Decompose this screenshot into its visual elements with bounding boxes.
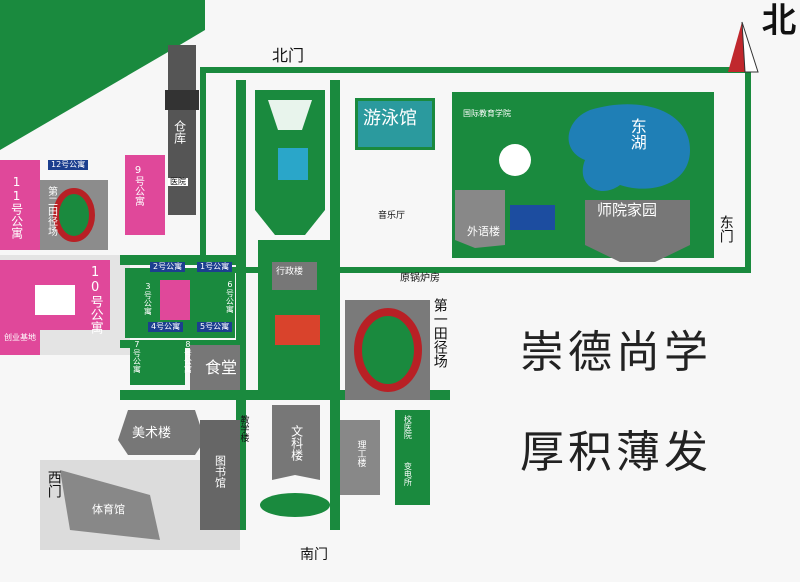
startup-base-label[interactable]: 创业基地 [4,333,36,342]
canteen-label[interactable]: 食堂 [205,358,238,377]
south-plaza [260,493,330,517]
south-gate-label[interactable]: 南门 [300,547,328,563]
dorm1-field [160,280,190,320]
road-west [236,80,246,530]
clinic-label[interactable]: 校医院 [403,415,413,439]
central-pool [278,148,308,180]
liberal-arts-label[interactable]: 文科楼 [289,425,304,461]
compass-arrow-right [741,21,759,73]
foreign-language-label[interactable]: 外语楼 [467,225,500,238]
science-label[interactable]: 理工楼 [355,440,366,467]
dorm9-label[interactable]: 9号公寓 [132,165,144,206]
swimming-pool-label[interactable]: 游泳馆 [363,108,417,129]
east-lake-water [568,104,690,191]
hospital-north-label[interactable]: 医院 [168,177,188,187]
gym-label[interactable]: 体育馆 [92,503,125,516]
slogan-line-2: 厚积薄发 [520,427,712,478]
road-central [330,80,340,530]
dorm7-block [130,340,185,385]
admin-building [272,262,317,290]
science-building-shape [340,420,380,495]
startup-base-building [0,330,40,355]
teaching-label[interactable]: 教学楼 [238,415,249,442]
dorm5-label[interactable]: 5号公寓 [197,322,233,333]
field2-label[interactable]: 第二田径场 [45,186,57,236]
north-gate-label[interactable]: 北门 [272,46,305,65]
red-plaza [275,315,320,345]
east-lake-label[interactable]: 东湖 [627,118,647,150]
dorm12-label[interactable]: 12号公寓 [48,160,89,171]
substation-label[interactable]: 变电所 [403,462,413,486]
library-building-shape [200,420,240,530]
dorm2-label[interactable]: 2号公寓 [150,262,186,273]
teacher-home-label[interactable]: 师院家园 [597,201,658,219]
dorm7-label[interactable]: 7号公寓 [132,340,142,373]
blue-court [510,205,555,230]
north-campus-outline [200,67,751,273]
west-gate-label[interactable]: 西门 [45,470,62,498]
east-gate-label[interactable]: 东门 [717,215,734,243]
road-dorm [120,255,240,265]
intl-edu-label[interactable]: 国际教育学院 [463,109,511,118]
warehouse-building [168,45,196,215]
warehouse-label[interactable]: 仓库 [172,120,187,144]
north-compass-label: 北 [762,1,796,41]
east-south-green [395,410,430,505]
art-building-shape [118,410,205,455]
dorm10-courtyard [35,285,75,315]
dorm11-building [0,160,40,250]
swimming-pool-building [358,101,432,147]
field1-label[interactable]: 第一田径场 [431,298,448,368]
central-roundabout [499,144,531,176]
library-label[interactable]: 图书馆 [213,455,227,488]
canteen-building [190,345,240,390]
gym-building-shape [60,470,160,540]
dorm9-building [125,155,165,235]
warehouse-top [165,90,199,110]
dorm1-label[interactable]: 1号公寓 [197,262,233,273]
liberal-arts-building-shape [272,405,320,480]
admin-label[interactable]: 行政楼 [276,267,304,277]
dorm10-label[interactable]: 10号公寓 [87,265,103,334]
art-building-label[interactable]: 美术楼 [132,426,172,441]
dorm6-label[interactable]: 6号公寓 [225,280,235,313]
dorm4-label[interactable]: 4号公寓 [148,322,184,333]
boiler-room-label[interactable]: 原锅炉房 [400,273,440,284]
dorm3-label[interactable]: 3号公寓 [143,282,153,315]
field2-track [53,188,95,242]
music-hall-label[interactable]: 音乐厅 [378,211,406,221]
teacher-home-building [585,200,690,262]
foreign-language-building [455,190,505,248]
road-south-mid [120,390,450,400]
field1-track [354,308,422,392]
slogan-line-1: 崇德尚学 [520,327,712,378]
dorm8-label[interactable]: 8号公寓 [183,340,193,373]
green-area-northwest [0,0,205,150]
north-plaza [268,100,312,130]
dorm11-label[interactable]: 11号公寓 [9,175,24,239]
